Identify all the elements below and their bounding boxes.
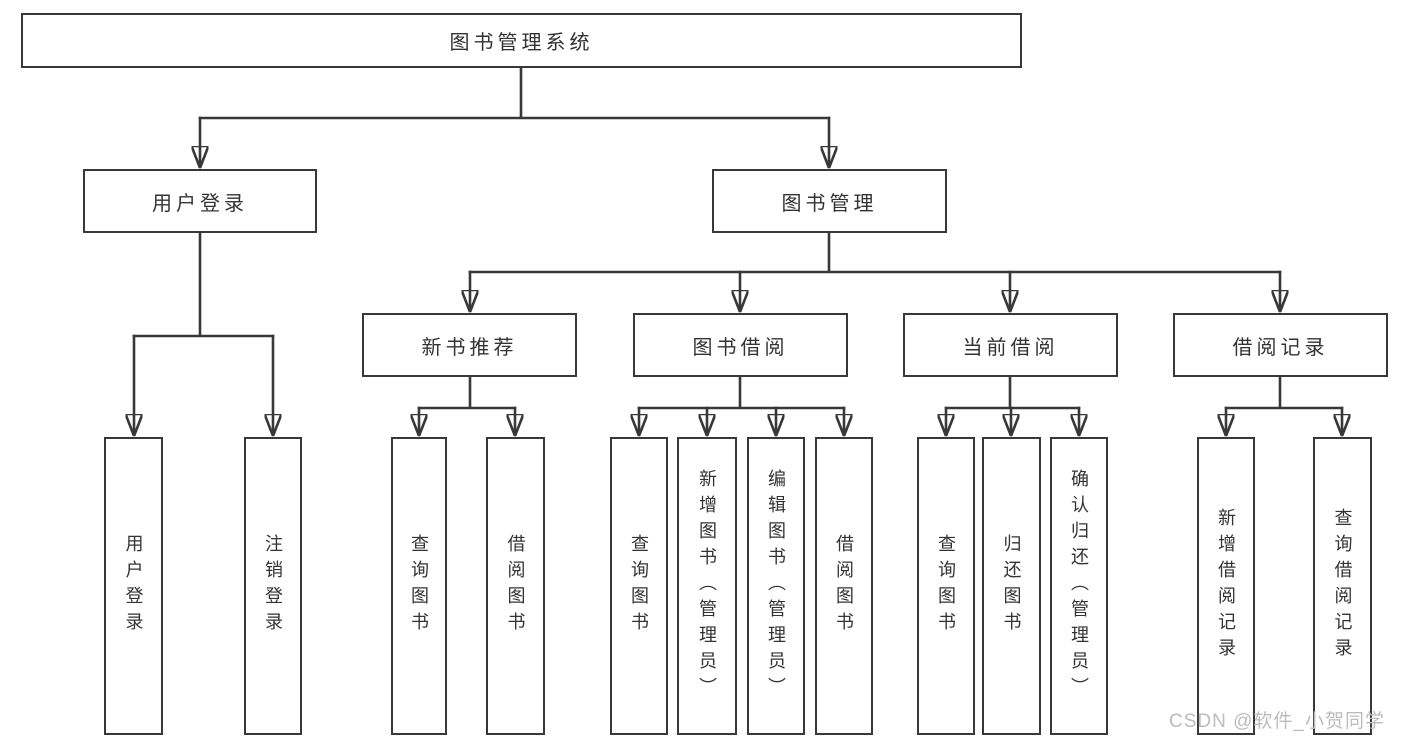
leaf-bb-borrow-books: 借阅图书 [815,437,873,735]
leaf-bb-query-books: 查询图书 [610,437,668,735]
leaf-logout: 注销登录 [244,437,302,735]
connector-current-borrowing-branches [946,406,1079,437]
leaf-br-add-record: 新增借阅记录 [1197,437,1255,735]
connector-root-branches [200,116,829,169]
node-current-borrowing: 当前借阅 [903,313,1118,377]
leaf-cb-return-books: 归还图书 [982,437,1041,735]
node-book-borrowing: 图书借阅 [633,313,848,377]
connector-borrow-records-branches [1226,406,1342,437]
leaf-cb-query-books: 查询图书 [917,437,975,735]
leaf-nbr-borrow-books: 借阅图书 [486,437,545,735]
leaf-cb-confirm-return-admin: 确认归还（管理员） [1050,437,1108,735]
leaf-bb-add-books-admin: 新增图书（管理员） [677,437,737,735]
node-borrow-records: 借阅记录 [1173,313,1388,377]
connector-book-management-branches [470,270,1280,313]
leaf-br-query-record: 查询借阅记录 [1313,437,1372,735]
leaf-user-login: 用户登录 [104,437,163,735]
node-root: 图书管理系统 [21,13,1022,68]
connector-book-borrowing-branches [639,406,844,437]
connector-user-login-branches [134,334,273,437]
node-user-login: 用户登录 [83,169,317,233]
node-new-book-recommend: 新书推荐 [362,313,577,377]
connector-new-book-recommend-branches [419,406,515,437]
leaf-nbr-query-books: 查询图书 [391,437,447,735]
node-book-management: 图书管理 [712,169,947,233]
watermark: CSDN @软件_小贺同学 [1169,711,1385,732]
leaf-bb-edit-books-admin: 编辑图书（管理员） [747,437,805,735]
